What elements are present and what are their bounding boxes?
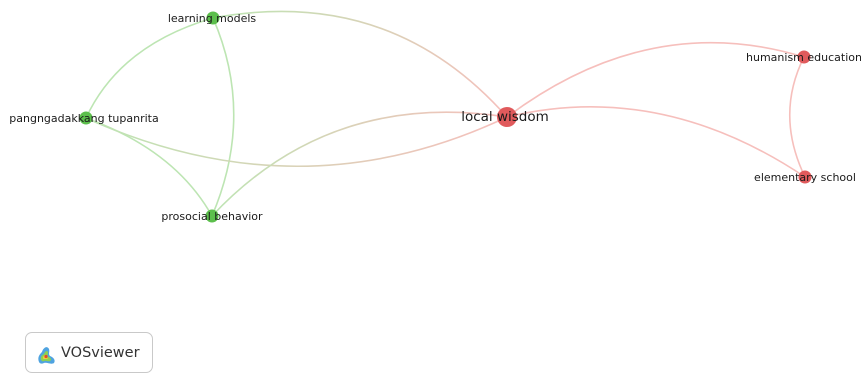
node-layer xyxy=(79,11,812,223)
edge-pangngadakkang-tupanrita-local-wisdom xyxy=(85,116,508,168)
edge-local-wisdom-humanism-education xyxy=(506,41,805,118)
edge-humanism-education-elementary-school xyxy=(788,56,806,178)
edge-learning-models-prosocial-behavior xyxy=(211,17,235,217)
edge-learning-models-pangngadakkang-tupanrita xyxy=(85,17,214,119)
edge-layer xyxy=(85,10,806,217)
edge-pangngadakkang-tupanrita-prosocial-behavior xyxy=(85,117,213,217)
node-prosocial-behavior[interactable] xyxy=(205,209,219,223)
node-local-wisdom[interactable] xyxy=(497,107,517,127)
vosviewer-logo-icon xyxy=(38,346,55,364)
vosviewer-logo: VOSviewer xyxy=(25,332,153,373)
vosviewer-logo-text: VOSviewer xyxy=(61,344,140,361)
label-layer: learning models pangngadakkang tupanrita p… xyxy=(9,12,861,223)
node-humanism-education[interactable] xyxy=(797,50,811,64)
node-elementary-school[interactable] xyxy=(798,170,812,184)
node-label-learning-models: learning models xyxy=(168,12,257,25)
edge-prosocial-behavior-local-wisdom xyxy=(211,111,508,217)
node-pangngadakkang-tupanrita[interactable] xyxy=(79,111,93,125)
node-learning-models[interactable] xyxy=(206,11,220,25)
edge-local-wisdom-elementary-school xyxy=(506,105,806,178)
edge-learning-models-local-wisdom xyxy=(212,10,508,118)
node-label-elementary-school: elementary school xyxy=(754,171,856,184)
node-label-pangngadakkang-tupanrita: pangngadakkang tupanrita xyxy=(9,112,158,125)
node-label-local-wisdom: local wisdom xyxy=(461,109,549,125)
node-label-prosocial-behavior: prosocial behavior xyxy=(161,210,263,223)
node-label-humanism-education: humanism education xyxy=(746,51,861,64)
